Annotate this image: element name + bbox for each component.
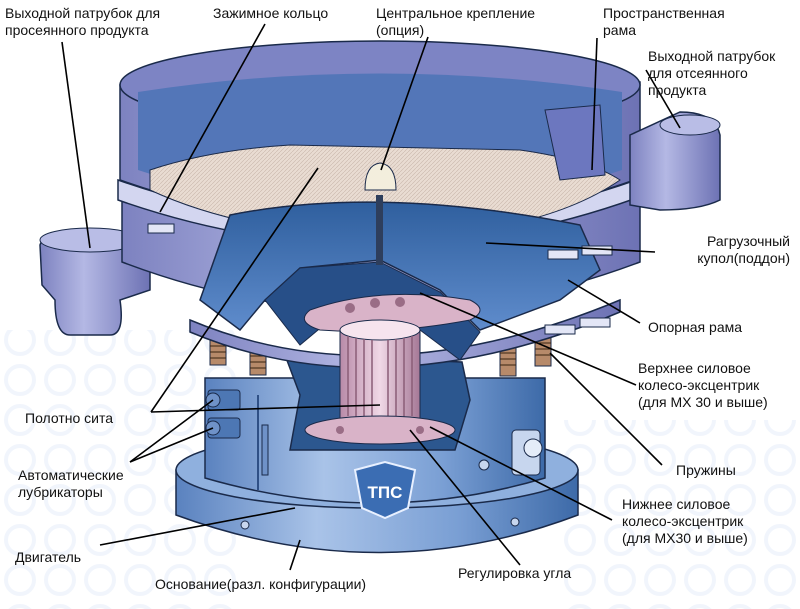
leader-angle-adjust (409, 429, 521, 566)
leader-outlet-sifted (61, 41, 91, 249)
leader-springs (549, 352, 663, 466)
label-central-mount: Центральное крепление (опция) (376, 5, 536, 38)
lower-eccentric-weight (304, 415, 456, 445)
label-springs: Пружины (676, 462, 736, 478)
label-motor: Двигатель (15, 549, 82, 565)
label-screen-cloth: Полотно сита (25, 410, 114, 426)
label-outlet-rejected: Выходной патрубок для отсеянного продукт… (648, 48, 776, 98)
label-base: Основание(разл. конфигурации) (155, 576, 367, 592)
leader-lines (61, 23, 681, 571)
leader-upper-weight (419, 292, 637, 386)
label-space-frame: Пространственная рама (603, 5, 725, 38)
leader-motor (99, 507, 296, 546)
leader-space-frame (591, 37, 598, 171)
leader-lubricators-1 (129, 399, 214, 463)
leader-discharge-dome (485, 242, 656, 253)
upper-eccentric-weight (303, 293, 481, 332)
label-lower-weight: Нижнее силовое колесо-эксцентрик (для МХ… (622, 496, 748, 546)
support-frame (189, 298, 621, 369)
leader-base (289, 539, 301, 571)
label-outlet-sifted: Выходной патрубок для просеянного продук… (5, 5, 161, 38)
label-discharge-dome: Рагрузочный купол(поддон) (697, 233, 790, 266)
motor-rotor (339, 319, 421, 421)
logo-text: ТПС (368, 483, 403, 502)
leader-lower-weight (429, 426, 613, 521)
leader-support-frame (567, 279, 641, 324)
label-support-frame: Опорная рама (648, 319, 743, 335)
leader-screen-cloth-1 (150, 167, 319, 413)
leader-central-mount (380, 36, 429, 171)
leader-screen-cloth-2 (150, 404, 381, 413)
label-upper-weight: Верхнее силовое колесо-эксцентрик (для М… (638, 360, 768, 410)
leader-outlet-rejected (645, 69, 681, 129)
label-lubricators: Автоматические лубрикаторы (18, 467, 124, 500)
leader-lubricators-2 (129, 427, 214, 463)
frame-clips (147, 223, 613, 335)
label-angle-adjust: Регулировка угла (458, 565, 572, 581)
central-mount (364, 162, 397, 265)
tps-logo: ТПС (353, 460, 417, 520)
outlet-rejected (629, 111, 721, 211)
leader-clamp-ring (159, 23, 266, 213)
label-clamp-ring: Зажимное кольцо (213, 5, 329, 21)
